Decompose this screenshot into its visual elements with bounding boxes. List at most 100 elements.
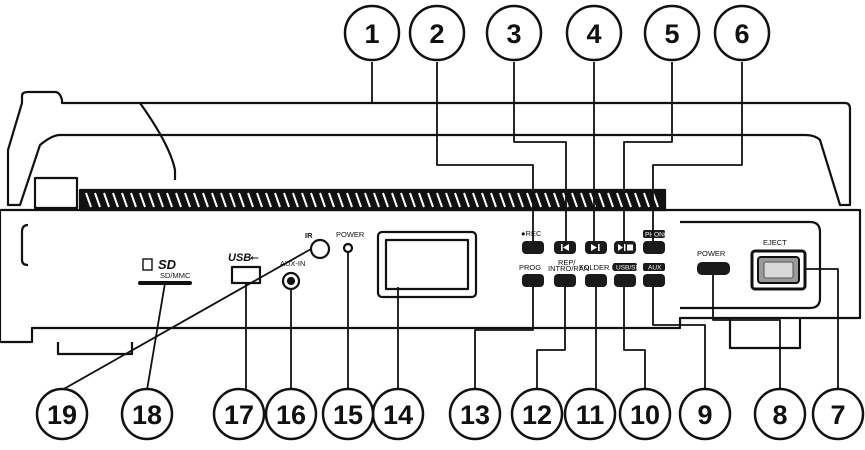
vent-slat (355, 192, 362, 208)
vent-slat (328, 192, 335, 208)
sd-mmc-label: SD/MMC (160, 271, 191, 280)
callout-layer: 1 2 3 4 5 6 7 8 9 10 11 12 13 14 15 16 1… (35, 4, 865, 441)
eject-label: EJECT (763, 238, 787, 247)
vent-slat (85, 192, 92, 208)
sd-logo: SD (158, 257, 177, 272)
eject-button-frame (750, 249, 807, 291)
vent-slat (301, 192, 308, 208)
vent-slat (184, 192, 191, 208)
ir-sensor (309, 238, 331, 260)
vent-slat (427, 192, 434, 208)
vent-slat (337, 192, 344, 208)
folder-up-button[interactable] (585, 274, 607, 287)
callout-8: 8 (772, 400, 787, 430)
callout-2: 2 (429, 19, 444, 49)
vent-slat (346, 192, 353, 208)
callout-circle-6 (713, 4, 771, 62)
callout-18: 18 (132, 400, 162, 430)
vent-slat (499, 192, 506, 208)
callout-6: 6 (734, 19, 749, 49)
callout-1: 1 (364, 19, 379, 49)
callout-19: 19 (47, 400, 77, 430)
aux-in-label: AUX-IN (280, 259, 305, 268)
vent-slat (409, 192, 416, 208)
callout-circle-17 (212, 387, 266, 441)
callout-9: 9 (697, 400, 712, 430)
vent-slat (391, 192, 398, 208)
callout-circle-19 (35, 387, 89, 441)
panel-inner-line (20, 223, 29, 267)
callout-circle-2 (408, 4, 466, 62)
callout-3: 3 (506, 19, 521, 49)
callout-circle-9 (678, 387, 732, 441)
vent-slat (139, 192, 146, 208)
vent-slat (220, 192, 227, 208)
callout-circle-5 (643, 4, 701, 62)
vent-slat (130, 192, 137, 208)
left-foot (56, 342, 134, 356)
vent-slat (481, 192, 488, 208)
vent-slat (247, 192, 254, 208)
rep-intro-ran-button[interactable] (554, 274, 576, 287)
vent-slat (400, 192, 407, 208)
vent-slat (175, 192, 182, 208)
display-screen (384, 238, 470, 291)
callout-circle-10 (618, 387, 672, 441)
ir-label: IR (305, 231, 313, 240)
callout-circle-1 (343, 4, 401, 62)
callout-circle-12 (510, 387, 564, 441)
callout-circle-3 (485, 4, 543, 62)
vent-slat (535, 192, 542, 208)
vent-slat (265, 192, 272, 208)
folder-up-label: FOLDER UP (579, 263, 622, 272)
vent-slat (256, 192, 263, 208)
phono-button[interactable] (643, 241, 665, 254)
callout-13: 13 (460, 400, 490, 430)
phono-label: PHONO (645, 232, 669, 239)
vent-slat (544, 192, 551, 208)
power-button[interactable] (697, 262, 730, 275)
vent-slat (238, 192, 245, 208)
play-pause-icon (591, 244, 597, 251)
vent-slat (103, 192, 110, 208)
prog-button[interactable] (522, 274, 544, 287)
front-panel (0, 208, 862, 344)
callout-circle-4 (565, 4, 623, 62)
callout-14: 14 (383, 400, 413, 430)
vent-slat (166, 192, 173, 208)
sd-card-icon (142, 258, 153, 271)
vent-slat (571, 192, 578, 208)
vent-slat (373, 192, 380, 208)
vent-slat (598, 192, 605, 208)
vent-slat (553, 192, 560, 208)
vent-slat (229, 192, 236, 208)
callout-circle-13 (448, 387, 502, 441)
vent-slat (202, 192, 209, 208)
right-foot (728, 318, 802, 350)
usb-sd-button[interactable] (614, 274, 636, 287)
vent-slat (112, 192, 119, 208)
vent-slat (274, 192, 281, 208)
vent-slat (148, 192, 155, 208)
vent-slat (382, 192, 389, 208)
vent-slat (607, 192, 614, 208)
callout-circle-15 (321, 387, 375, 441)
vent-slat (463, 192, 470, 208)
callout-17: 17 (224, 400, 254, 430)
prev-icon (561, 244, 563, 251)
panel-top-line (680, 220, 822, 310)
vent-slat (517, 192, 524, 208)
vent-slat (310, 192, 317, 208)
callout-16: 16 (276, 400, 306, 430)
vent-slat (94, 192, 101, 208)
vent-slat (283, 192, 290, 208)
callout-4: 4 (586, 19, 601, 49)
callout-circle-7 (811, 387, 865, 441)
rep-label-line2: INTRO/RAN (548, 264, 589, 273)
rec-button[interactable] (522, 241, 544, 254)
aux-button[interactable] (643, 274, 665, 287)
hinge-block (33, 176, 79, 210)
power-button-label: POWER (697, 249, 726, 258)
